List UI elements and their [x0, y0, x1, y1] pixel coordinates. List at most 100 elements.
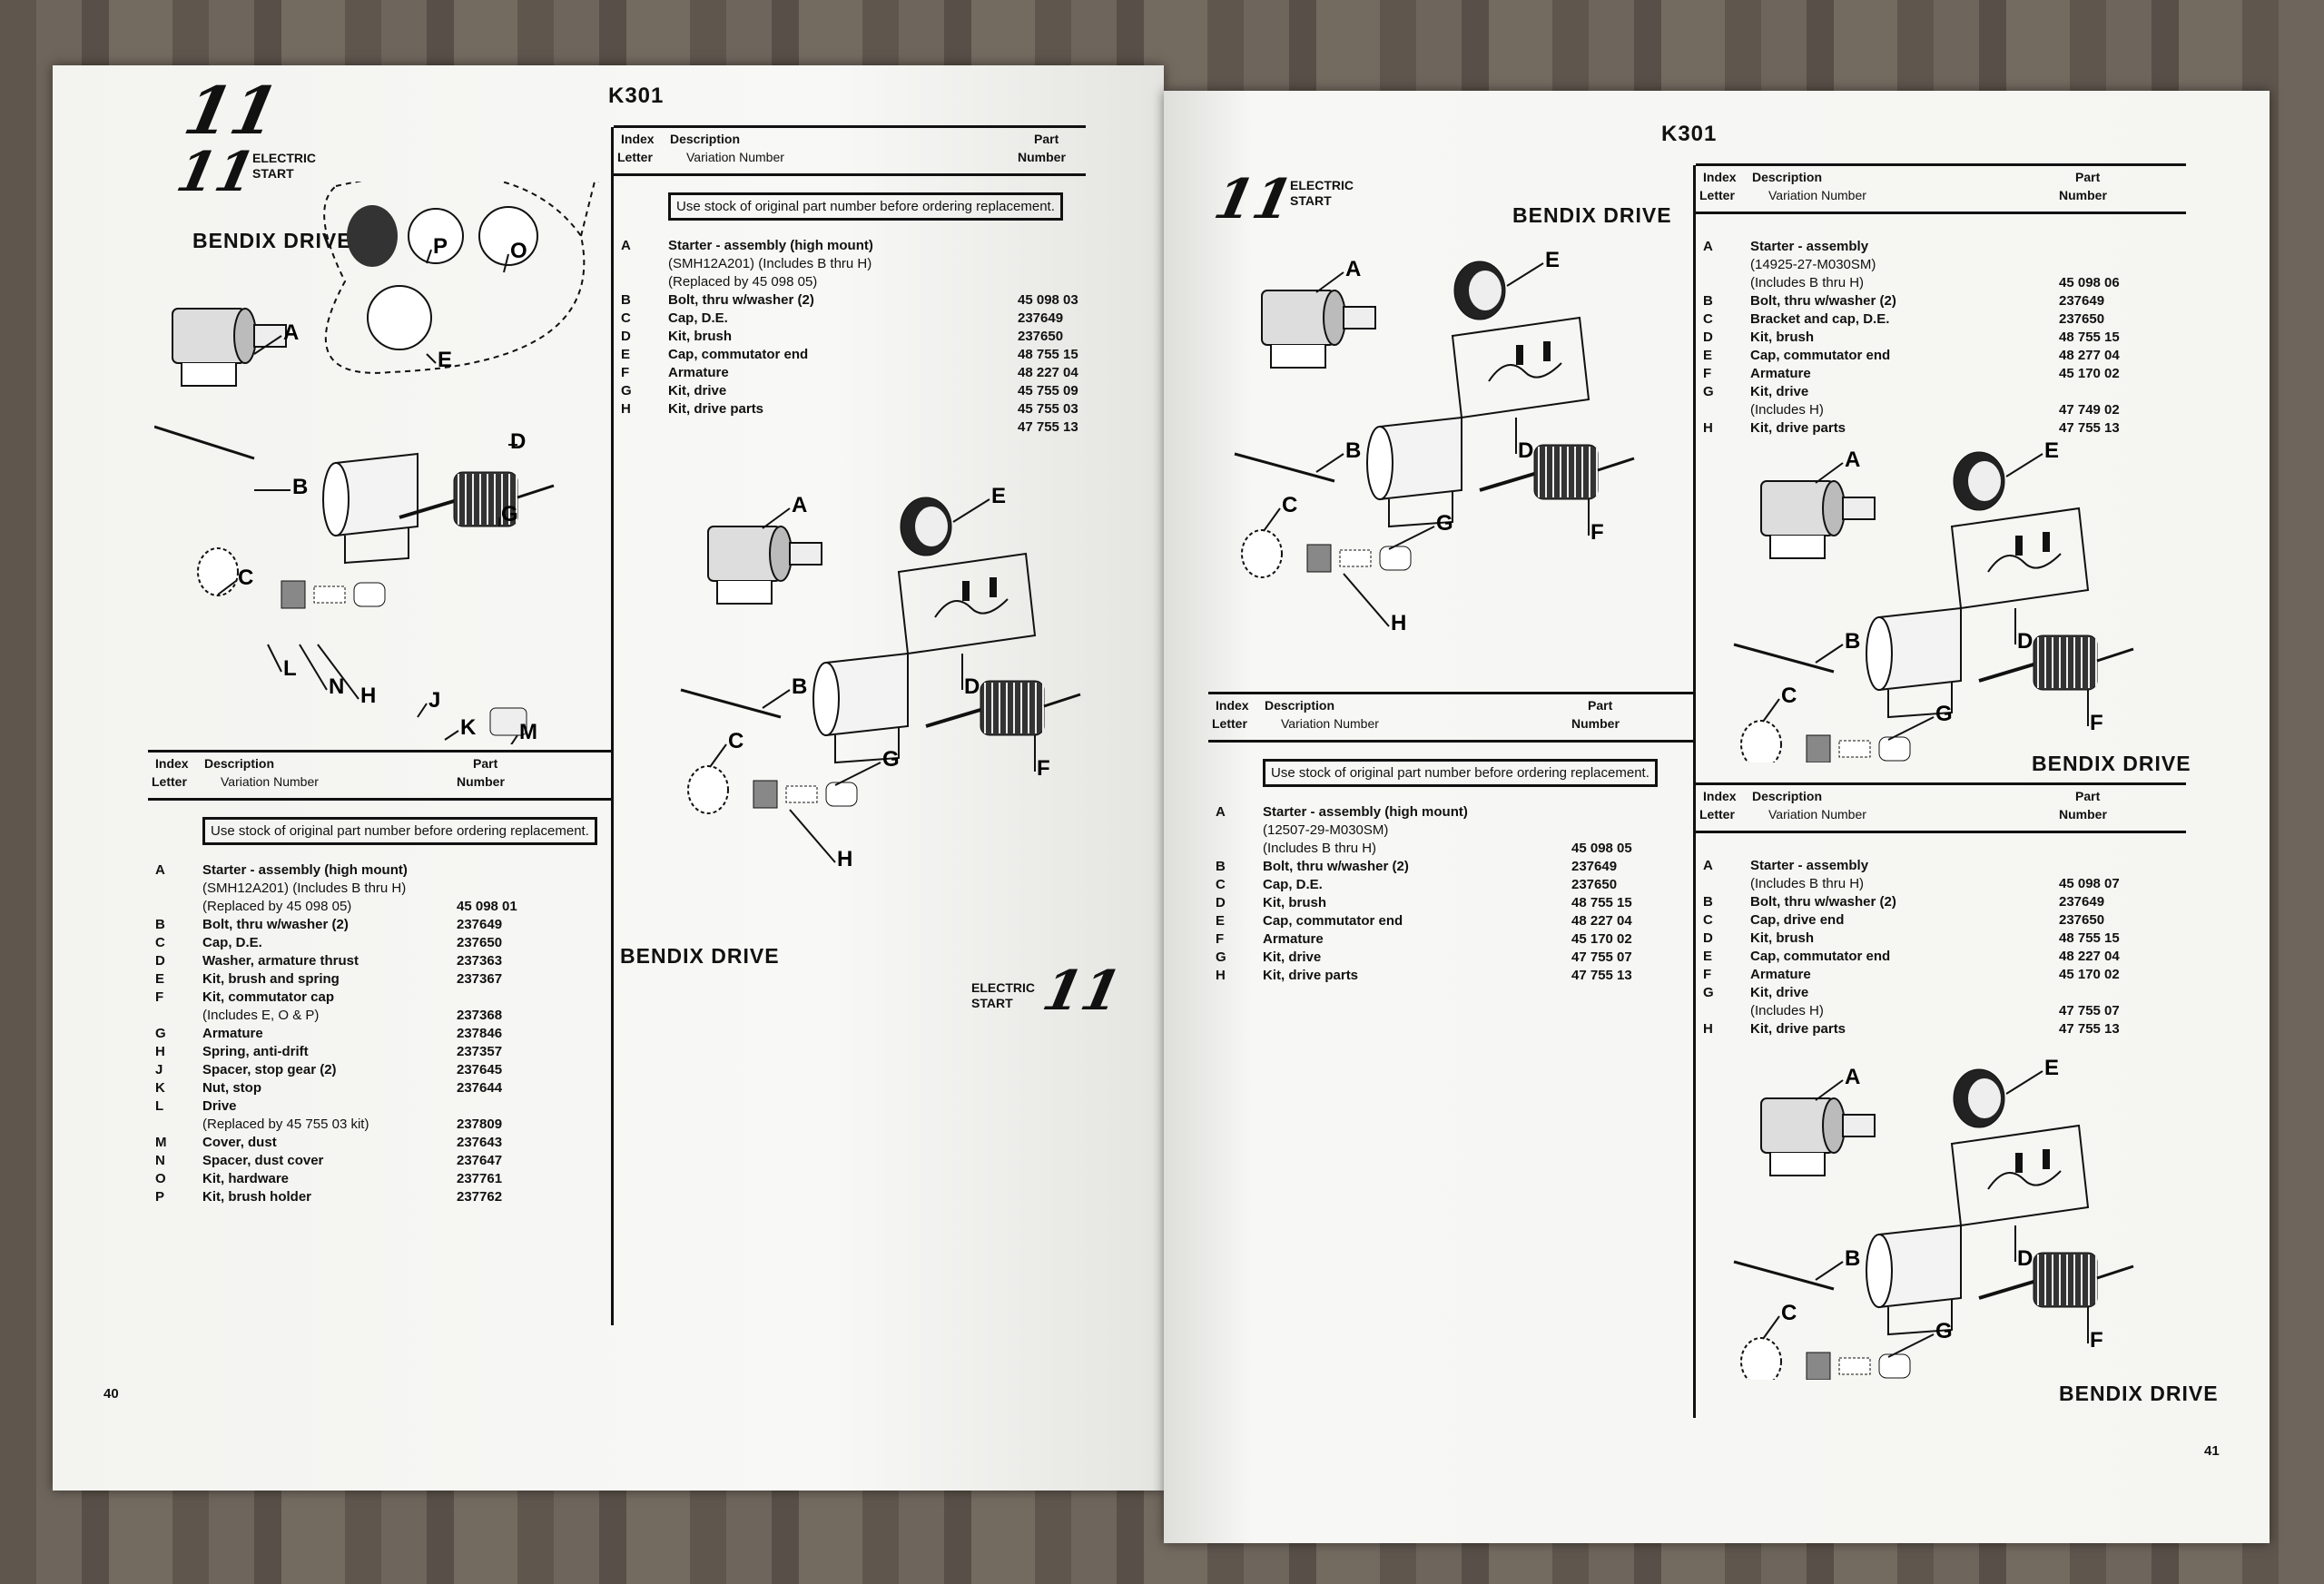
description: Washer, armature thrust — [202, 953, 359, 969]
description: Kit, drive — [1750, 985, 1809, 1000]
header-number: Number — [457, 774, 505, 789]
badge-line1: ELECTRIC — [971, 980, 1035, 995]
drive-gear-part — [753, 780, 858, 809]
index-letter: G — [1216, 949, 1226, 965]
table-row: (Replaced by 45 098 05) — [614, 273, 1086, 291]
bolt-part — [680, 688, 782, 719]
index-letter: B — [1703, 293, 1713, 309]
description: Kit, brush — [1750, 330, 1814, 345]
table-row: (Includes H)47 755 07 — [1696, 1002, 2186, 1020]
header-part: Part — [1034, 132, 1059, 146]
index-letter: B — [1216, 859, 1226, 874]
description: Cap, D.E. — [1263, 877, 1323, 892]
detail-balloon — [323, 182, 586, 374]
badge-number: 11 — [1037, 959, 1127, 1023]
table-row: (Replaced by 45 098 05)45 098 01 — [148, 898, 613, 916]
page-number: 40 — [103, 1386, 119, 1402]
index-letter: E — [1216, 913, 1226, 929]
column-divider — [611, 127, 614, 1325]
part-number: 237357 — [457, 1044, 503, 1059]
brush-kit-part — [1950, 1124, 2090, 1227]
diagram-label-C: C — [238, 566, 253, 590]
badge-line2: START — [1290, 193, 1332, 208]
description: Drive — [202, 1098, 237, 1114]
part-number: 237650 — [1018, 329, 1064, 344]
description: Starter - assembly (high mount) — [1263, 804, 1468, 820]
description: (Replaced by 45 098 05) — [668, 274, 818, 290]
index-letter: C — [621, 310, 631, 326]
part-number: 47 755 13 — [2059, 420, 2120, 436]
description: (12507-29-M030SM) — [1263, 822, 1389, 838]
diagram-label-B: B — [1845, 1246, 1860, 1271]
drive-gear-part — [1806, 1352, 1911, 1380]
index-letter: D — [1703, 330, 1713, 345]
description: Armature — [1750, 366, 1811, 381]
description: (Includes E, O & P) — [202, 1008, 320, 1023]
bolt-part — [1733, 643, 1835, 674]
index-letter: E — [1703, 348, 1713, 363]
description: Bolt, thru w/washer (2) — [1750, 894, 1896, 910]
index-letter: K — [155, 1080, 165, 1096]
part-number: 45 098 05 — [1571, 841, 1632, 856]
index-letter: N — [155, 1153, 165, 1168]
part-number: 47 749 02 — [2059, 402, 2120, 418]
starter-motor-part — [1261, 290, 1376, 369]
header-variation: Variation Number — [1768, 807, 1866, 822]
diagram-label-H: H — [837, 847, 852, 871]
description: Cap, D.E. — [668, 310, 728, 326]
part-number: 48 755 15 — [1018, 347, 1078, 362]
header-description: Description — [204, 756, 275, 771]
header-letter: Letter — [152, 774, 187, 789]
header-index: Index — [1703, 789, 1737, 803]
index-letter: J — [155, 1062, 163, 1077]
header-description: Description — [1752, 789, 1823, 803]
diagram-label-E: E — [991, 484, 1006, 508]
index-letter: A — [621, 238, 631, 253]
part-number: 48 277 04 — [2059, 348, 2120, 363]
header-number: Number — [1571, 716, 1620, 731]
index-letter: O — [155, 1171, 166, 1186]
table-row: (14925-27-M030SM) — [1696, 256, 2186, 274]
end-cap-part — [1953, 1068, 2005, 1128]
diagram-label-E: E — [1545, 248, 1560, 272]
diagram-label-E: E — [2044, 438, 2059, 463]
bolt-part — [1733, 1260, 1835, 1291]
part-number: 48 227 04 — [2059, 949, 2120, 964]
part-number: 48 227 04 — [1018, 365, 1078, 380]
housing-part — [322, 452, 419, 565]
index-letter: M — [155, 1135, 167, 1150]
table-row: (12507-29-M030SM) — [1208, 822, 1695, 840]
diagram-label-F: F — [1590, 520, 1604, 545]
header-letter: Letter — [1699, 188, 1735, 202]
header-number: Number — [2059, 807, 2107, 822]
diagram-title-right-top: BENDIX DRIVE — [1512, 203, 1672, 227]
description: Kit, brush — [668, 329, 732, 344]
table-row: 47 755 13 — [614, 418, 1086, 437]
diagram-label-D: D — [510, 429, 526, 454]
part-number: 45 755 09 — [1018, 383, 1078, 398]
index-letter: C — [1703, 311, 1713, 327]
description: (Includes B thru H) — [1750, 275, 1865, 290]
description: Kit, drive parts — [1750, 420, 1846, 436]
index-letter: G — [621, 383, 632, 398]
index-letter: H — [1216, 968, 1226, 983]
diagram-label-G: G — [1436, 511, 1453, 536]
part-number: 237761 — [457, 1171, 503, 1186]
